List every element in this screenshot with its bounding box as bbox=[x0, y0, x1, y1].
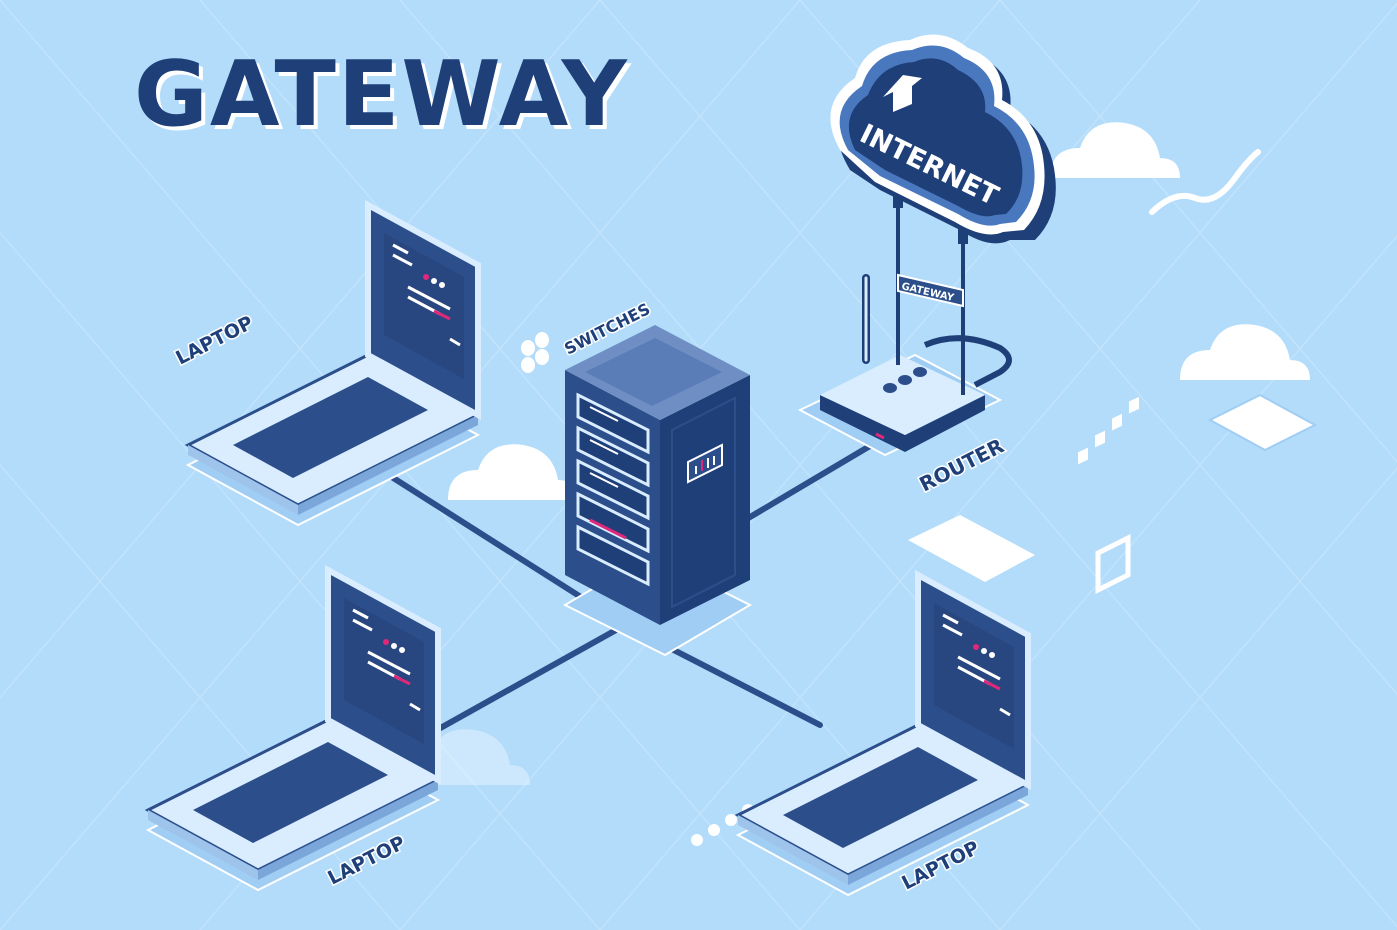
gateway-uplink bbox=[893, 190, 968, 395]
floating-tile bbox=[1207, 393, 1318, 452]
server-rack-icon bbox=[562, 325, 753, 657]
small-cloud-icon bbox=[448, 444, 578, 500]
laptop-icon bbox=[738, 575, 1028, 895]
page-title: GATEWAY bbox=[134, 42, 629, 147]
dash-dots bbox=[1078, 396, 1139, 465]
router-icon bbox=[797, 274, 1012, 457]
wave-line bbox=[1149, 149, 1261, 215]
floating-square bbox=[1095, 533, 1131, 595]
laptop-icon bbox=[188, 205, 478, 525]
dot-cluster bbox=[521, 332, 549, 373]
cloud-internet-icon bbox=[830, 34, 1056, 244]
small-cloud-icon bbox=[1180, 324, 1310, 380]
laptop-icon bbox=[148, 570, 438, 890]
floating-card bbox=[908, 515, 1035, 582]
small-cloud-icon bbox=[1050, 122, 1180, 178]
